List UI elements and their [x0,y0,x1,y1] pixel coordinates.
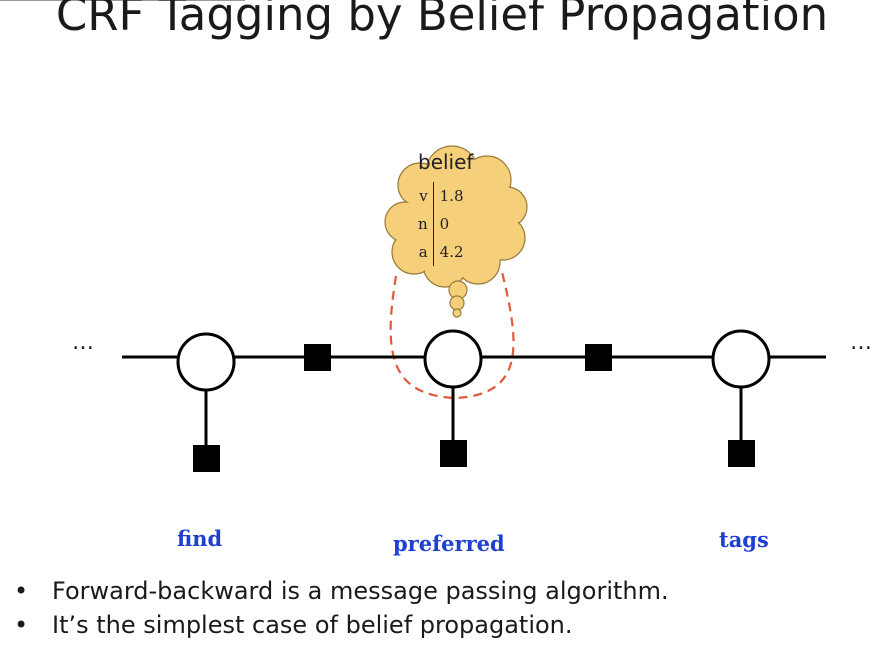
variable-node-preferred [423,329,483,389]
belief-value: 4.2 [439,243,464,261]
emission-factor-preferred [440,440,467,467]
bullet-text: It’s the simplest case of belief propaga… [52,611,573,639]
bullet-list: • Forward-backward is a message passing a… [14,574,669,642]
variable-node-find [176,332,236,392]
word-preferred: preferred [393,531,505,556]
bullet-item: • Forward-backward is a message passing a… [14,574,669,608]
belief-tag: n [414,210,434,238]
belief-row: a 4.2 [414,238,468,266]
word-find: find [177,526,223,551]
word-tags: tags [719,527,769,552]
bullet-dot: • [14,611,29,639]
slide-title: CRF Tagging by Belief Propagation [55,0,829,41]
transition-factor-1 [304,344,331,371]
belief-row: n 0 [414,210,468,238]
belief-label: belief [418,150,474,174]
belief-tag: v [414,182,434,210]
belief-table: v 1.8 n 0 a 4.2 [414,182,468,266]
transition-factor-2 [585,344,612,371]
top-rule [0,0,245,1]
belief-tag: a [414,238,434,266]
bullet-dot: • [14,577,29,605]
bullet-item: • It’s the simplest case of belief propag… [14,608,669,642]
bullet-text: Forward-backward is a message passing al… [52,577,669,605]
belief-value: 0 [439,215,450,233]
belief-row: v 1.8 [414,182,468,210]
emission-factor-find [193,445,220,472]
ellipsis-left: … [72,330,94,355]
belief-value: 1.8 [439,187,464,205]
variable-node-tags [711,329,771,389]
ellipsis-right: … [850,330,872,355]
dashed-arc [389,271,515,400]
emission-factor-tags [728,440,755,467]
